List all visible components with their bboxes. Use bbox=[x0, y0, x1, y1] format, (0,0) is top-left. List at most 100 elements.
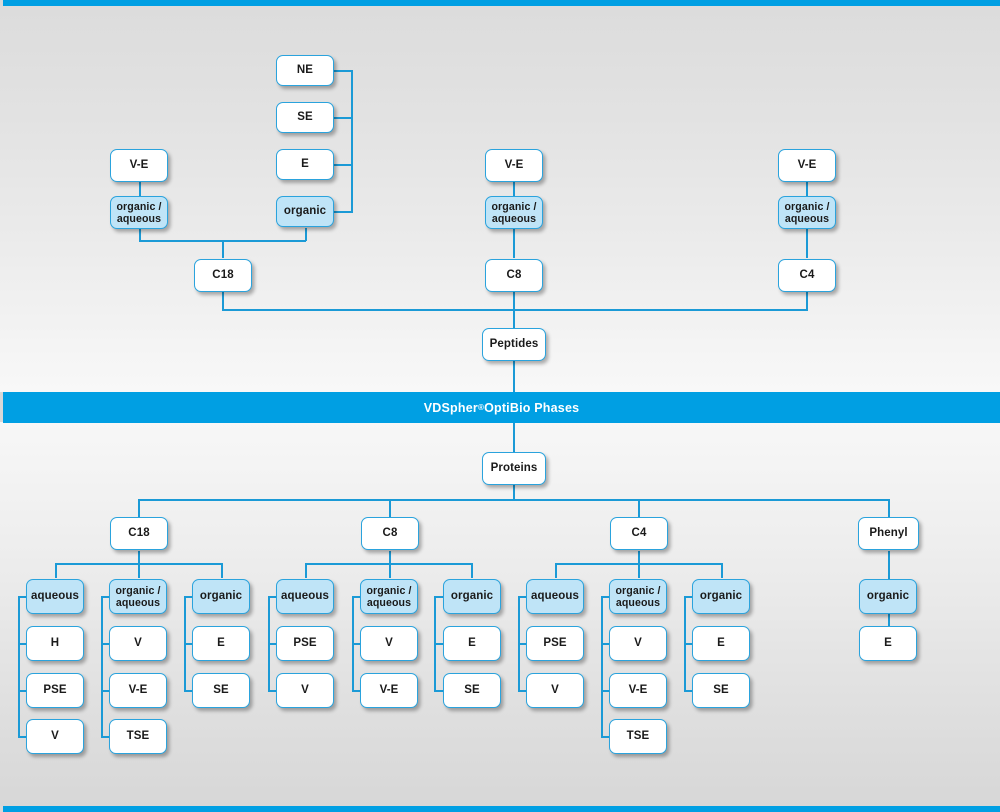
section-banner: VDSpher® OptiBio Phases bbox=[3, 392, 1000, 423]
connector-phenyl-organic-to-e bbox=[888, 614, 890, 628]
node-c18-proteins[interactable]: C18 bbox=[110, 517, 168, 550]
node-c18-peptides[interactable]: C18 bbox=[194, 259, 252, 292]
connector-banner-to-proteins bbox=[513, 422, 515, 452]
node-c8-oa-v[interactable]: V bbox=[360, 626, 418, 661]
node-c4-organic-e[interactable]: E bbox=[692, 626, 750, 661]
connector-c4-to-aqueous bbox=[555, 563, 557, 578]
node-c18-organic-se[interactable]: SE bbox=[192, 673, 250, 708]
connector-c8-group-down bbox=[389, 551, 391, 564]
connector-ve-right-to-oa bbox=[806, 182, 808, 197]
node-c18-aqueous-v[interactable]: V bbox=[26, 719, 84, 754]
node-c4-organic[interactable]: organic bbox=[692, 579, 750, 614]
connector-c4-organic-item-1 bbox=[684, 643, 698, 645]
connector-c18-oa-item-3 bbox=[101, 736, 115, 738]
connector-c4-oa-item-2 bbox=[601, 690, 615, 692]
banner-text-after: OptiBio Phases bbox=[484, 400, 580, 415]
node-c8-proteins[interactable]: C8 bbox=[361, 517, 419, 550]
banner-text-before: VDSpher bbox=[423, 400, 478, 415]
node-c8-organic-e[interactable]: E bbox=[443, 626, 501, 661]
connector-c4-to-organic bbox=[721, 563, 723, 578]
connector-c8-aqueous-item-1 bbox=[268, 643, 282, 645]
node-c18-oa-tse[interactable]: TSE bbox=[109, 719, 167, 754]
connector-c8-oa-head bbox=[352, 596, 366, 598]
node-c18-aqueous[interactable]: aqueous bbox=[26, 579, 84, 614]
connector-organic-to-bus bbox=[334, 211, 353, 213]
node-phenyl-organic-e[interactable]: E bbox=[859, 626, 917, 661]
node-c18-oa-v[interactable]: V bbox=[109, 626, 167, 661]
node-e[interactable]: E bbox=[276, 149, 334, 180]
connector-c18-down bbox=[222, 292, 224, 310]
connector-c8-group-bus bbox=[305, 563, 472, 565]
connector-c18-to-organic bbox=[221, 563, 223, 578]
node-c18-organic-aqueous[interactable]: organic / aqueous bbox=[109, 579, 167, 614]
connector-c18-group-down bbox=[138, 551, 140, 564]
node-c4-oa-tse[interactable]: TSE bbox=[609, 719, 667, 754]
connector-bus-to-c8 bbox=[389, 499, 391, 517]
node-c8-organic-aqueous[interactable]: organic / aqueous bbox=[360, 579, 418, 614]
node-c8-organic-se[interactable]: SE bbox=[443, 673, 501, 708]
connector-join-to-c18 bbox=[222, 240, 224, 258]
node-c4-aqueous-pse[interactable]: PSE bbox=[526, 626, 584, 661]
node-organic-top[interactable]: organic bbox=[276, 196, 334, 227]
connector-c18-aqueous-bus bbox=[18, 596, 20, 737]
connector-c4-aqueous-item-1 bbox=[518, 643, 532, 645]
connector-c4-down bbox=[806, 292, 808, 310]
node-c4-organic-se[interactable]: SE bbox=[692, 673, 750, 708]
connector-c4-aqueous-item-2 bbox=[518, 690, 532, 692]
node-c18-aqueous-h[interactable]: H bbox=[26, 626, 84, 661]
connector-c18-aqueous-item-1 bbox=[18, 643, 32, 645]
node-c4-proteins[interactable]: C4 bbox=[610, 517, 668, 550]
connector-peptides-bus bbox=[222, 309, 808, 311]
connector-c18-to-oa bbox=[138, 563, 140, 578]
node-c8-aqueous-pse[interactable]: PSE bbox=[276, 626, 334, 661]
node-c4-oa-ve[interactable]: V-E bbox=[609, 673, 667, 708]
connector-bus-to-c4 bbox=[638, 499, 640, 517]
node-c18-oa-ve[interactable]: V-E bbox=[109, 673, 167, 708]
connector-c4-group-down bbox=[638, 551, 640, 564]
node-c8-aqueous-v[interactable]: V bbox=[276, 673, 334, 708]
node-ve-mid[interactable]: V-E bbox=[485, 149, 543, 182]
node-c4-aqueous-v[interactable]: V bbox=[526, 673, 584, 708]
node-proteins[interactable]: Proteins bbox=[482, 452, 546, 485]
top-accent-bar bbox=[3, 0, 1000, 6]
node-phenyl-organic[interactable]: organic bbox=[859, 579, 917, 614]
connector-c4-organic-head bbox=[684, 596, 698, 598]
connector-bus-to-c18 bbox=[138, 499, 140, 517]
connector-c8-organic-item-2 bbox=[434, 690, 448, 692]
connector-c18-aqueous-item-2 bbox=[18, 690, 32, 692]
node-ne[interactable]: NE bbox=[276, 55, 334, 86]
connector-c4-organic-item-2 bbox=[684, 690, 698, 692]
connector-c8-to-oa bbox=[389, 563, 391, 578]
connector-ve-mid-to-oa bbox=[513, 182, 515, 197]
node-organic-aqueous-left[interactable]: organic / aqueous bbox=[110, 196, 168, 229]
connector-phenyl-to-organic bbox=[888, 551, 890, 579]
node-c4-peptides[interactable]: C4 bbox=[778, 259, 836, 292]
node-c8-oa-ve[interactable]: V-E bbox=[360, 673, 418, 708]
node-ve-left[interactable]: V-E bbox=[110, 149, 168, 182]
node-se[interactable]: SE bbox=[276, 102, 334, 133]
node-c18-organic[interactable]: organic bbox=[192, 579, 250, 614]
node-c4-organic-aqueous[interactable]: organic / aqueous bbox=[609, 579, 667, 614]
node-ve-right[interactable]: V-E bbox=[778, 149, 836, 182]
node-c18-organic-e[interactable]: E bbox=[192, 626, 250, 661]
node-c18-aqueous-pse[interactable]: PSE bbox=[26, 673, 84, 708]
node-c8-organic[interactable]: organic bbox=[443, 579, 501, 614]
connector-c18-oa-item-1 bbox=[101, 643, 115, 645]
node-c8-peptides[interactable]: C8 bbox=[485, 259, 543, 292]
node-phenyl[interactable]: Phenyl bbox=[858, 517, 919, 550]
connector-c8-organic-item-1 bbox=[434, 643, 448, 645]
node-c8-aqueous[interactable]: aqueous bbox=[276, 579, 334, 614]
node-organic-aqueous-mid[interactable]: organic / aqueous bbox=[485, 196, 543, 229]
connector-e-to-bus bbox=[334, 164, 353, 166]
connector-c18-organic-item-2 bbox=[184, 690, 198, 692]
node-organic-aqueous-right[interactable]: organic / aqueous bbox=[778, 196, 836, 229]
connector-proteins-down bbox=[513, 485, 515, 500]
connector-bus-organic-vertical bbox=[351, 70, 353, 212]
node-peptides[interactable]: Peptides bbox=[482, 328, 546, 361]
node-c4-aqueous[interactable]: aqueous bbox=[526, 579, 584, 614]
connector-c18-organic-head bbox=[184, 596, 198, 598]
connector-c18-aqueous-item-3 bbox=[18, 736, 32, 738]
node-c4-oa-v[interactable]: V bbox=[609, 626, 667, 661]
connector-oa-mid-to-c8 bbox=[513, 228, 515, 258]
connector-c8-to-aqueous bbox=[305, 563, 307, 578]
